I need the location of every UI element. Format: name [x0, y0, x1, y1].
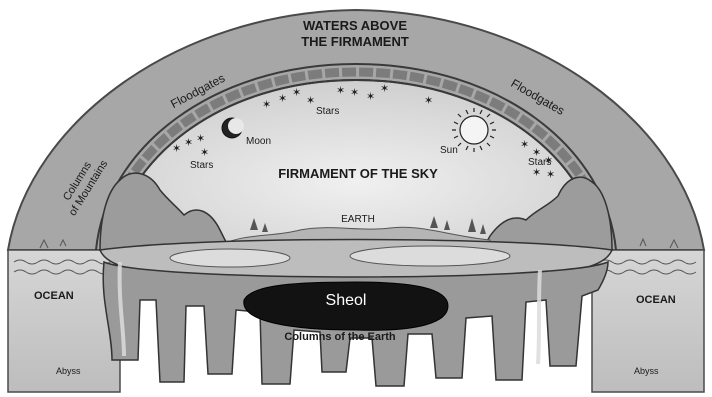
lake-right [350, 246, 510, 266]
waters-above-line-2: THE FIRMAMENT [301, 34, 409, 50]
svg-text:✶: ✶ [350, 86, 359, 99]
svg-text:✶: ✶ [424, 94, 433, 107]
svg-text:✶: ✶ [262, 98, 271, 111]
waters-above-line-1: WATERS ABOVE [301, 18, 409, 34]
sheol-label: Sheol [326, 292, 367, 310]
stars-right-label: Stars [528, 157, 551, 168]
svg-text:✶: ✶ [546, 168, 555, 181]
svg-text:✶: ✶ [196, 132, 205, 145]
lake-left [170, 249, 290, 267]
svg-text:✶: ✶ [336, 84, 345, 97]
svg-text:✶: ✶ [184, 136, 193, 149]
svg-text:✶: ✶ [306, 94, 315, 107]
svg-text:✶: ✶ [292, 86, 301, 99]
stars-top-label: Stars [316, 106, 339, 117]
svg-text:✶: ✶ [520, 138, 529, 151]
svg-text:✶: ✶ [172, 142, 181, 155]
earth-label: EARTH [341, 214, 375, 225]
sun-label: Sun [440, 145, 458, 156]
waters-above-label: WATERS ABOVE THE FIRMAMENT [301, 18, 409, 50]
ocean-left-label: OCEAN [34, 290, 74, 302]
columns-of-earth-label: Columns of the Earth [284, 331, 395, 343]
abyss-right-label: Abyss [634, 366, 659, 376]
ocean-right-label: OCEAN [636, 294, 676, 306]
moon-crescent [228, 118, 244, 134]
stars-left-label: Stars [190, 160, 213, 171]
moon-label: Moon [246, 136, 271, 147]
firmament-label: FIRMAMENT OF THE SKY [278, 166, 438, 181]
svg-text:✶: ✶ [380, 82, 389, 95]
svg-text:✶: ✶ [278, 92, 287, 105]
svg-text:✶: ✶ [200, 146, 209, 159]
svg-text:✶: ✶ [366, 90, 375, 103]
abyss-left-label: Abyss [56, 366, 81, 376]
